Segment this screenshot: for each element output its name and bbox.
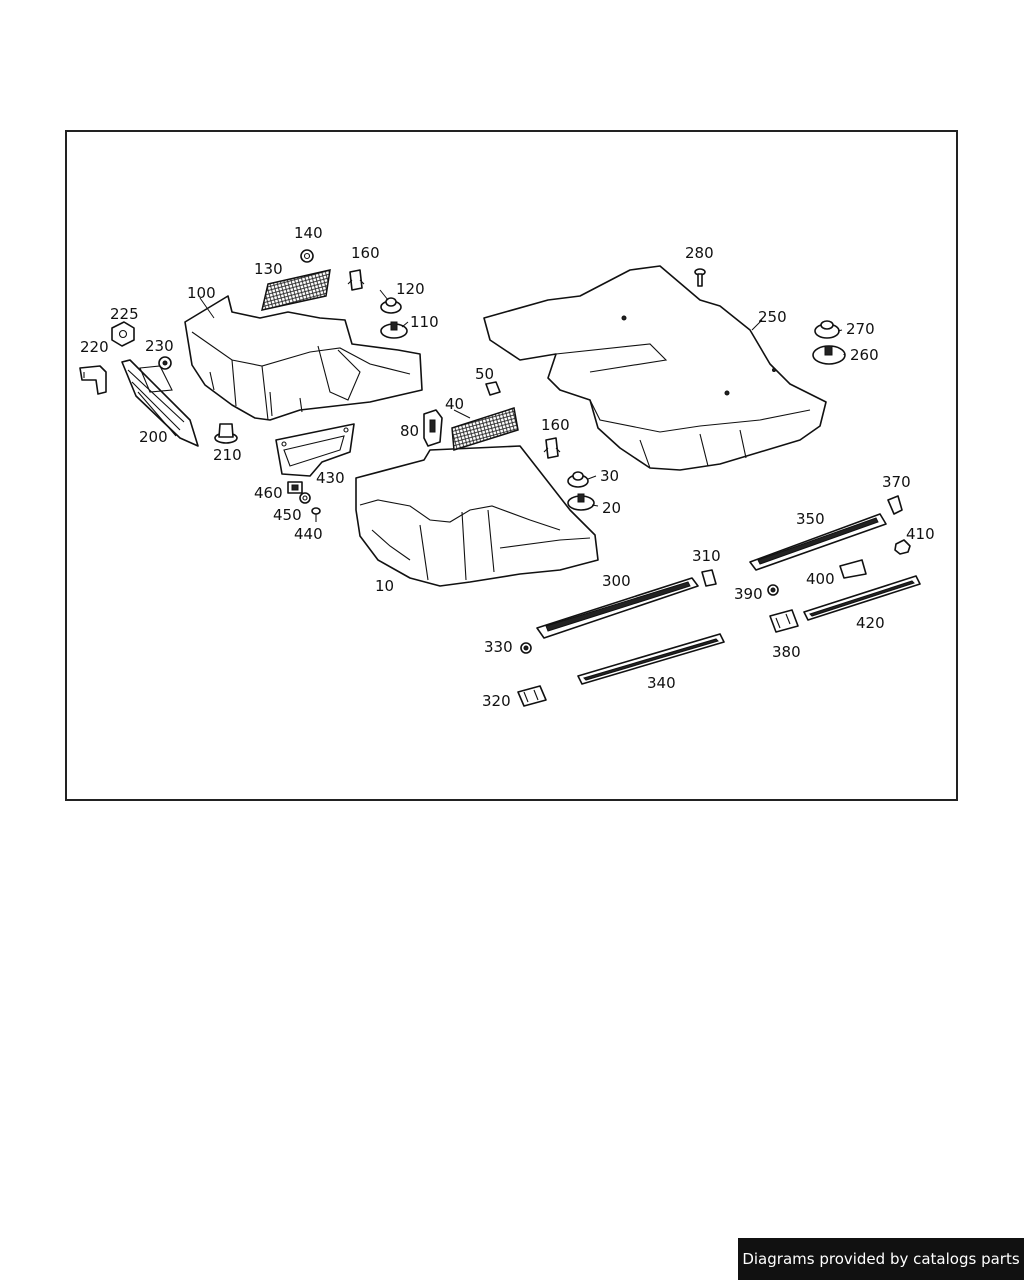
rear-floor-carpet-250-part[interactable] xyxy=(483,265,827,471)
label-10[interactable]: 10 xyxy=(375,577,394,595)
label-120[interactable]: 120 xyxy=(396,280,425,298)
grommet-30-part[interactable] xyxy=(567,471,589,488)
washer-450-part[interactable] xyxy=(299,492,311,504)
trim-340-part[interactable] xyxy=(577,633,725,685)
label-430[interactable]: 430 xyxy=(316,469,345,487)
nut-410-part[interactable] xyxy=(894,539,911,555)
clip-310-part[interactable] xyxy=(701,569,717,587)
leader-lines xyxy=(199,289,845,507)
label-225[interactable]: 225 xyxy=(110,305,139,323)
label-340[interactable]: 340 xyxy=(647,674,676,692)
sill-plate-300-part[interactable] xyxy=(536,577,699,639)
bracket-220-part[interactable] xyxy=(79,365,107,395)
sill-plate-350-part[interactable] xyxy=(749,513,887,571)
label-140[interactable]: 140 xyxy=(294,224,323,242)
label-230[interactable]: 230 xyxy=(145,337,174,355)
clip-380-part[interactable] xyxy=(769,609,799,633)
clip-400-part[interactable] xyxy=(839,559,867,579)
label-390[interactable]: 390 xyxy=(734,585,763,603)
clip-460-part[interactable] xyxy=(287,481,303,494)
footer-credit: Diagrams provided by catalogs parts xyxy=(738,1238,1024,1280)
clip-80-part[interactable] xyxy=(423,409,443,447)
nut-225-part[interactable] xyxy=(111,321,135,347)
label-210[interactable]: 210 xyxy=(213,446,242,464)
clip-320-part[interactable] xyxy=(517,685,547,707)
label-380[interactable]: 380 xyxy=(772,643,801,661)
nut-330-part[interactable] xyxy=(520,642,532,654)
label-80[interactable]: 80 xyxy=(400,422,419,440)
clip-160-right-part[interactable] xyxy=(543,437,561,459)
label-160-left[interactable]: 160 xyxy=(351,244,380,262)
label-440[interactable]: 440 xyxy=(294,525,323,543)
label-280[interactable]: 280 xyxy=(685,244,714,262)
mesh-panel-130-part[interactable] xyxy=(261,269,331,311)
nut-390-part[interactable] xyxy=(767,584,779,596)
part-number-labels: 140 160 130 100 120 110 225 230 220 200 … xyxy=(80,224,935,710)
label-370[interactable]: 370 xyxy=(882,473,911,491)
screw-440-part[interactable] xyxy=(311,507,321,522)
label-220[interactable]: 220 xyxy=(80,338,109,356)
grommet-110-part[interactable] xyxy=(380,321,408,339)
main-floor-carpet-10-part[interactable] xyxy=(355,445,599,587)
label-250[interactable]: 250 xyxy=(758,308,787,326)
label-460[interactable]: 460 xyxy=(254,484,283,502)
label-270[interactable]: 270 xyxy=(846,320,875,338)
screw-280-part[interactable] xyxy=(694,268,706,287)
label-40[interactable]: 40 xyxy=(445,395,464,413)
grommet-270-part[interactable] xyxy=(814,320,840,339)
bracket-200-part[interactable] xyxy=(121,359,199,447)
label-410[interactable]: 410 xyxy=(906,525,935,543)
label-50[interactable]: 50 xyxy=(475,365,494,383)
label-330[interactable]: 330 xyxy=(484,638,513,656)
label-200[interactable]: 200 xyxy=(139,428,168,446)
label-100[interactable]: 100 xyxy=(187,284,216,302)
diagram-frame xyxy=(65,130,958,801)
clip-210-part[interactable] xyxy=(214,423,238,444)
label-450[interactable]: 450 xyxy=(273,506,302,524)
label-110[interactable]: 110 xyxy=(410,313,439,331)
trim-420-part[interactable] xyxy=(803,575,921,621)
label-320[interactable]: 320 xyxy=(482,692,511,710)
label-20[interactable]: 20 xyxy=(602,499,621,517)
front-carpet-left-part[interactable] xyxy=(184,295,423,421)
label-420[interactable]: 420 xyxy=(856,614,885,632)
mesh-panel-40-part[interactable] xyxy=(451,407,519,451)
clip-160-left-part[interactable] xyxy=(347,269,365,291)
nut-230-part[interactable] xyxy=(158,356,172,370)
clip-50-part[interactable] xyxy=(485,381,501,396)
plate-430-part[interactable] xyxy=(275,423,355,477)
label-130[interactable]: 130 xyxy=(254,260,283,278)
label-30[interactable]: 30 xyxy=(600,467,619,485)
label-260[interactable]: 260 xyxy=(850,346,879,364)
label-310[interactable]: 310 xyxy=(692,547,721,565)
grommet-20-part[interactable] xyxy=(567,493,595,511)
label-160-right[interactable]: 160 xyxy=(541,416,570,434)
label-350[interactable]: 350 xyxy=(796,510,825,528)
grommet-260-part[interactable] xyxy=(812,345,846,365)
label-300[interactable]: 300 xyxy=(602,572,631,590)
grommet-120-part[interactable] xyxy=(380,297,402,314)
clip-140-part[interactable] xyxy=(300,249,314,263)
label-400[interactable]: 400 xyxy=(806,570,835,588)
clip-370-part[interactable] xyxy=(887,495,903,515)
